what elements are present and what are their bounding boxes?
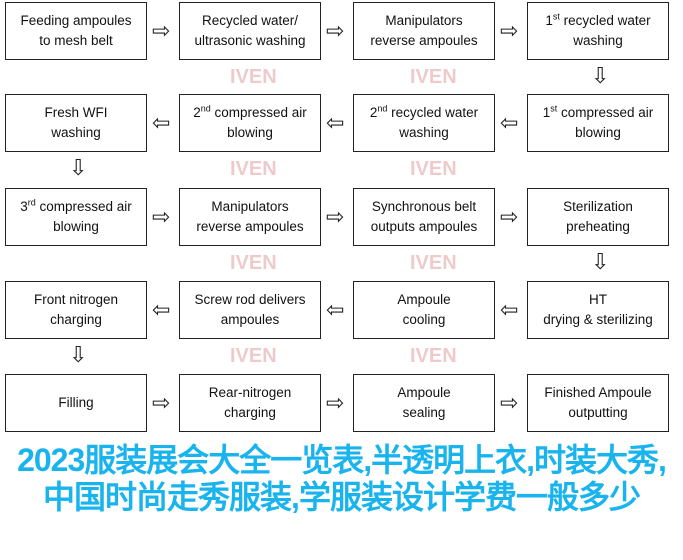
process-step: Manipulators reverse ampoules bbox=[179, 188, 321, 246]
process-step: Front nitrogen charging bbox=[5, 281, 147, 339]
process-step: 2nd compressed air blowing bbox=[179, 94, 321, 152]
arrow-right-icon: ⇨ bbox=[500, 204, 519, 229]
process-step: Sterilization preheating bbox=[527, 188, 669, 246]
arrow-right-icon: ⇨ bbox=[326, 18, 345, 43]
arrow-down-icon: ⇩ bbox=[69, 155, 88, 180]
process-step: 1st compressed air blowing bbox=[527, 94, 669, 152]
step-label: Ampoule sealing bbox=[397, 385, 451, 420]
arrow-down-icon: ⇩ bbox=[69, 342, 88, 367]
overlay-title: 2023服装展会大全一览表,半透明上衣,时装大秀,中国时尚走秀服装,学服装设计学… bbox=[17, 442, 667, 515]
process-step: 1st recycled water washing bbox=[527, 2, 669, 60]
watermark: IVEN bbox=[410, 66, 457, 88]
arrow-left-icon: ⇦ bbox=[326, 110, 345, 135]
arrow-right-icon: ⇨ bbox=[500, 18, 519, 43]
arrow-left-icon: ⇦ bbox=[500, 297, 519, 322]
arrow-left-icon: ⇦ bbox=[500, 110, 519, 135]
process-step: Recycled water/ ultrasonic washing bbox=[179, 2, 321, 60]
arrow-right-icon: ⇨ bbox=[326, 390, 345, 415]
step-label: HT drying & sterilizing bbox=[543, 292, 653, 327]
watermark: IVEN bbox=[410, 252, 457, 274]
process-step: 3rd compressed air blowing bbox=[5, 188, 147, 246]
step-label: Ampoule cooling bbox=[397, 292, 451, 327]
step-label: Screw rod delivers ampoules bbox=[194, 292, 306, 327]
watermark: IVEN bbox=[410, 158, 457, 180]
arrow-left-icon: ⇦ bbox=[152, 110, 171, 135]
process-step: HT drying & sterilizing bbox=[527, 281, 669, 339]
arrow-right-icon: ⇨ bbox=[152, 204, 171, 229]
process-step: Manipulators reverse ampoules bbox=[353, 2, 495, 60]
step-label: Manipulators reverse ampoules bbox=[196, 199, 304, 234]
process-step: 2nd recycled water washing bbox=[353, 94, 495, 152]
process-step: Finished Ampoule outputting bbox=[527, 374, 669, 432]
process-step: Filling bbox=[5, 374, 147, 432]
arrow-right-icon: ⇨ bbox=[152, 390, 171, 415]
arrow-right-icon: ⇨ bbox=[326, 204, 345, 229]
step-label: Synchronous belt outputs ampoules bbox=[370, 199, 478, 234]
process-step: Screw rod delivers ampoules bbox=[179, 281, 321, 339]
watermark: IVEN bbox=[230, 252, 277, 274]
step-label: Rear-nitrogen charging bbox=[208, 385, 292, 420]
step-label: Manipulators reverse ampoules bbox=[370, 13, 478, 48]
arrow-left-icon: ⇦ bbox=[152, 297, 171, 322]
process-step: Synchronous belt outputs ampoules bbox=[353, 188, 495, 246]
step-label: Filling bbox=[58, 395, 94, 410]
arrow-right-icon: ⇨ bbox=[152, 18, 171, 43]
process-step: Feeding ampoules to mesh belt bbox=[5, 2, 147, 60]
watermark: IVEN bbox=[410, 345, 457, 367]
watermark: IVEN bbox=[230, 66, 277, 88]
step-label: 2nd recycled water washing bbox=[369, 103, 479, 140]
arrow-right-icon: ⇨ bbox=[500, 390, 519, 415]
step-label: Fresh WFI washing bbox=[44, 105, 108, 140]
process-step: Rear-nitrogen charging bbox=[179, 374, 321, 432]
step-label: 3rd compressed air blowing bbox=[20, 197, 132, 234]
step-label: Sterilization preheating bbox=[563, 199, 633, 234]
process-step: Ampoule sealing bbox=[353, 374, 495, 432]
step-label: Front nitrogen charging bbox=[33, 292, 119, 327]
step-label: 1st recycled water washing bbox=[545, 11, 651, 48]
process-step: Ampoule cooling bbox=[353, 281, 495, 339]
step-label: Finished Ampoule outputting bbox=[544, 385, 652, 420]
arrow-down-icon: ⇩ bbox=[591, 249, 610, 274]
step-label: Feeding ampoules to mesh belt bbox=[20, 13, 132, 48]
step-label: Recycled water/ ultrasonic washing bbox=[194, 13, 306, 48]
watermark: IVEN bbox=[230, 345, 277, 367]
watermark: IVEN bbox=[230, 158, 277, 180]
process-step: Fresh WFI washing bbox=[5, 94, 147, 152]
step-label: 2nd compressed air blowing bbox=[193, 103, 307, 140]
arrow-down-icon: ⇩ bbox=[591, 63, 610, 88]
step-label: 1st compressed air blowing bbox=[542, 103, 654, 140]
arrow-left-icon: ⇦ bbox=[326, 297, 345, 322]
